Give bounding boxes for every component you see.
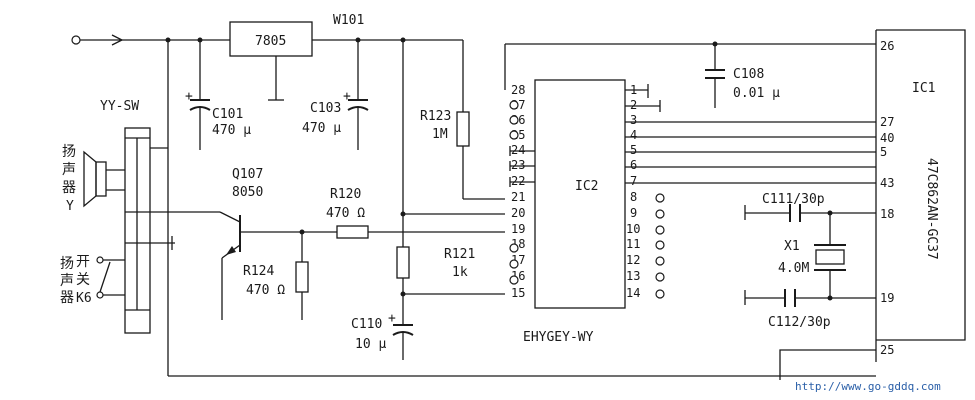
svg-text:10: 10: [626, 222, 640, 236]
ic2-part: EHYGEY-WY: [523, 330, 594, 345]
resistor-r120: R120 470 Ω: [326, 187, 369, 239]
r124-label: R124: [243, 264, 274, 279]
svg-text:26: 26: [880, 39, 894, 53]
capacitor-c101: + C101 470 μ: [185, 89, 251, 150]
switch-label-2: 关: [76, 272, 90, 288]
svg-text:+: +: [185, 89, 193, 104]
r121-value: 1k: [452, 265, 468, 280]
ic2-right-open-pins: [655, 193, 665, 299]
c112-label: C112/30p: [768, 315, 831, 330]
speaker-label-1: 扬: [62, 144, 76, 160]
wires: [80, 34, 876, 377]
yysw-switch-block: YY-SW: [100, 99, 151, 334]
capacitor-c112: C112/30p: [768, 289, 831, 330]
resistor-r123: R123 1M: [420, 109, 470, 147]
svg-text:14: 14: [626, 286, 640, 300]
svg-text:1: 1: [630, 83, 637, 97]
speaker-label-4: Y: [66, 199, 74, 214]
svg-text:5: 5: [880, 145, 887, 159]
c101-value: 470 μ: [212, 123, 251, 138]
c110-value: 10 μ: [355, 337, 386, 352]
svg-text:19: 19: [511, 222, 525, 236]
svg-text:28: 28: [511, 83, 525, 97]
switch-label-speaker-1: 扬: [60, 256, 74, 272]
svg-text:21: 21: [511, 190, 525, 204]
capacitor-c111: C111/30p: [762, 192, 825, 222]
c108-value: 0.01 μ: [733, 86, 780, 101]
resistor-r124: R124 470 Ω: [243, 261, 309, 298]
svg-text:23: 23: [511, 158, 525, 172]
svg-text:4: 4: [630, 128, 637, 142]
c110-label: C110: [351, 317, 382, 332]
speaker-icon: [83, 150, 125, 208]
ic2-left-open-pins: [509, 100, 519, 285]
svg-text:5: 5: [630, 143, 637, 157]
svg-text:25: 25: [880, 343, 894, 357]
c111-label: C111/30p: [762, 192, 825, 207]
svg-text:3: 3: [630, 113, 637, 127]
svg-text:22: 22: [511, 174, 525, 188]
ic2-label: IC2: [575, 179, 598, 194]
r124-value: 470 Ω: [246, 283, 285, 298]
ic2-chip: IC2 EHYGEY-WY 28 27 26 25 24 23 22 21 20…: [509, 79, 665, 345]
junction-dots: [165, 37, 833, 301]
q107-label: Q107: [232, 167, 263, 182]
input-terminal: [71, 35, 81, 45]
svg-text:12: 12: [626, 253, 640, 267]
yysw-label: YY-SW: [100, 99, 139, 114]
source-url: http://www.go-gddq.com: [795, 380, 941, 393]
svg-text:+: +: [388, 311, 396, 326]
svg-text:13: 13: [626, 269, 640, 283]
r123-value: 1M: [432, 127, 448, 142]
svg-text:8: 8: [630, 190, 637, 204]
resistor-r121: R121 1k: [396, 246, 475, 280]
ic1-part: 47C862AN-GC37: [924, 158, 939, 260]
svg-text:7: 7: [630, 174, 637, 188]
c101-label: C101: [212, 107, 243, 122]
svg-text:18: 18: [880, 207, 894, 221]
switch-label-3: K6: [76, 291, 92, 306]
r120-label: R120: [330, 187, 361, 202]
ic2-right-pin-numbers: 1 2 3 4 5 6 7 8 9 10 11 12 13 14: [626, 83, 640, 300]
speaker-label-3: 器: [62, 180, 76, 196]
svg-text:20: 20: [511, 206, 525, 220]
regulator-label: 7805: [255, 34, 286, 49]
svg-text:2: 2: [630, 98, 637, 112]
crystal-x1: X1 4.0M: [778, 239, 846, 276]
svg-text:15: 15: [511, 286, 525, 300]
svg-text:+: +: [343, 89, 351, 104]
svg-text:11: 11: [626, 237, 640, 251]
svg-text:27: 27: [880, 115, 894, 129]
capacitor-c110: + C110 10 μ: [351, 311, 414, 360]
c108-label: C108: [733, 67, 764, 82]
w101-label: W101: [333, 13, 364, 28]
r120-value: 470 Ω: [326, 206, 365, 221]
svg-text:6: 6: [630, 158, 637, 172]
switch-label-speaker-3: 器: [60, 290, 74, 306]
regulator-7805: 7805: [229, 21, 313, 57]
svg-text:40: 40: [880, 131, 894, 145]
svg-text:19: 19: [880, 291, 894, 305]
c103-label: C103: [310, 101, 341, 116]
ic1-label: IC1: [912, 81, 935, 96]
switch-k6: [96, 256, 125, 299]
switch-label-1: 开: [76, 254, 90, 270]
r123-label: R123: [420, 109, 451, 124]
c103-value: 470 μ: [302, 121, 341, 136]
x1-value: 4.0M: [778, 261, 809, 276]
svg-text:43: 43: [880, 176, 894, 190]
capacitor-c108: C108 0.01 μ: [705, 62, 780, 101]
ic2-left-tied-pins: [509, 146, 535, 187]
switch-label-speaker-2: 声: [60, 273, 74, 289]
q107-value: 8050: [232, 185, 263, 200]
speaker-label-2: 声: [62, 162, 76, 178]
svg-text:24: 24: [511, 143, 525, 157]
ic1-chip: IC1 47C862AN-GC37 26 27 40 5 43 18 19 25: [779, 29, 966, 380]
transistor-q107: Q107 8050: [226, 167, 263, 255]
x1-label: X1: [784, 239, 800, 254]
svg-text:9: 9: [630, 206, 637, 220]
capacitor-c103: + C103 470 μ: [302, 89, 369, 150]
r121-label: R121: [444, 247, 475, 262]
